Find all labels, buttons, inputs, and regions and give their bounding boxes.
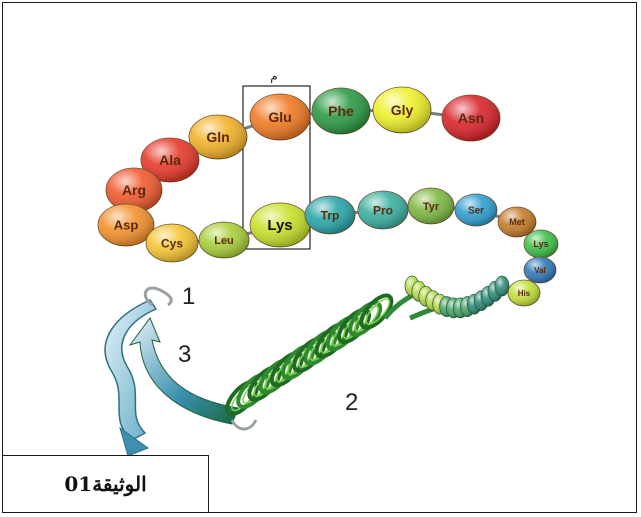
beta-sheet-ribbon [104,299,158,441]
amino-acid-label: Val [534,266,546,275]
document-frame [2,2,637,513]
beta-strand-arrow [128,316,239,425]
amino-acid-label: Phe [328,103,354,119]
amino-acid-label: Ala [159,152,181,168]
amino-acid-ala-5: Ala [140,137,200,183]
amino-acid-met-15: Met [497,206,537,238]
caption-box: الوثيقة01 [2,455,209,513]
upper-coil [404,275,510,319]
amino-acid-arg-6: Arg [105,167,163,213]
amino-acid-label: Tyr [423,201,440,213]
structure-label-2: 2 [345,389,358,416]
amino-acid-label: Lys [533,239,548,249]
amino-acid-label: Asp [114,218,139,233]
amino-acid-label: Pro [373,203,393,217]
amino-acid-gln-4: Gln [188,114,248,160]
amino-acid-leu-9: Leu [198,221,250,259]
amino-acid-label: Trp [321,208,340,222]
amino-acid-lys-16: Lys [523,229,559,259]
amino-acid-label: Glu [268,109,291,125]
highlight-label: م [270,69,277,83]
amino-acid-label: Gly [391,102,414,118]
amino-acid-pro-12: Pro [357,190,409,230]
amino-acid-label: Ser [468,206,484,217]
amino-acid-label: Lys [267,217,292,234]
amino-acid-label: Arg [122,182,146,198]
amino-acid-label: Gln [206,129,229,145]
amino-acid-label: Cys [161,236,183,250]
amino-acid-cys-8: Cys [145,223,199,263]
amino-acid-label: Leu [214,235,234,247]
amino-acid-ser-14: Ser [454,193,498,227]
amino-acid-label: His [518,289,531,298]
amino-acid-label: Met [509,217,525,227]
amino-acid-phe-2: Phe [311,87,371,135]
amino-acid-asp-7: Asp [97,203,155,247]
structure-label-3: 3 [178,341,191,368]
beta-sheet-arrow-head [119,426,150,457]
amino-acid-gly-1: Gly [372,86,432,134]
structure-label-1: 1 [182,283,195,310]
amino-acid-val-17: Val [523,256,557,284]
amino-acid-tyr-13: Tyr [407,187,455,225]
highlight-box [242,85,311,250]
amino-acid-lys-10: Lys [249,202,311,248]
amino-acid-trp-11: Trp [304,195,356,235]
amino-acid-his-18: His [507,279,541,307]
document-caption: الوثيقة01 [64,472,147,496]
amino-acid-asn-0: Asn [441,94,501,142]
amino-acid-label: Asn [458,110,484,126]
alpha-helix [225,288,422,417]
hairpin-loop [143,286,173,307]
loop-connector [230,419,258,431]
amino-acid-glu-3: Glu [249,93,311,141]
